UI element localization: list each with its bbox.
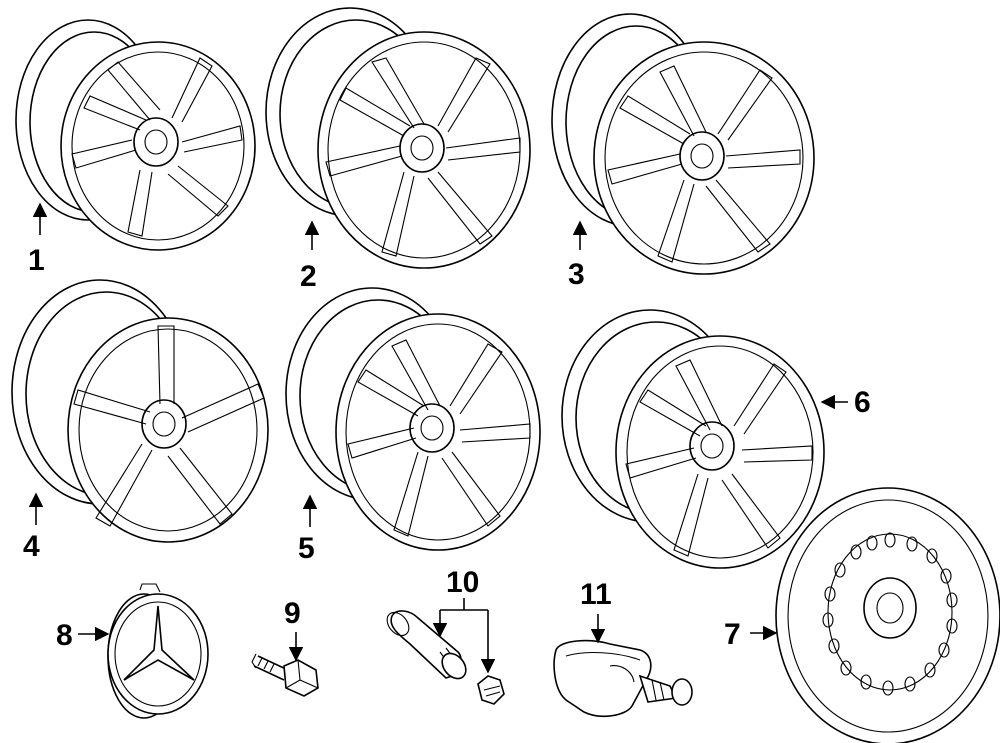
wheel-7[interactable] [775,487,1000,743]
label-8: 8 [56,619,73,652]
wheel-5[interactable] [285,287,541,551]
label-4: 4 [23,530,40,563]
valve-stem-10[interactable] [383,608,471,683]
label-3: 3 [568,258,585,291]
label-6: 6 [854,386,871,419]
label-5: 5 [298,532,315,565]
tpms-sensor-11[interactable] [553,639,693,718]
wheel-6[interactable] [561,309,825,569]
wheel-2[interactable] [265,7,531,269]
vent-holes [822,532,958,696]
label-9: 9 [284,597,301,630]
star-emblem-icon [123,605,195,681]
label-11: 11 [580,578,612,611]
lug-bolt-9[interactable] [251,653,319,697]
wheel-1[interactable] [15,19,256,251]
center-cap-8[interactable] [107,583,209,719]
label-2: 2 [300,260,317,293]
wheel-4[interactable] [11,279,269,543]
valve-cap-10[interactable] [477,675,505,705]
label-10: 10 [446,566,479,599]
label-1: 1 [28,244,45,277]
label-7: 7 [724,618,741,651]
wheel-3[interactable] [551,13,815,275]
